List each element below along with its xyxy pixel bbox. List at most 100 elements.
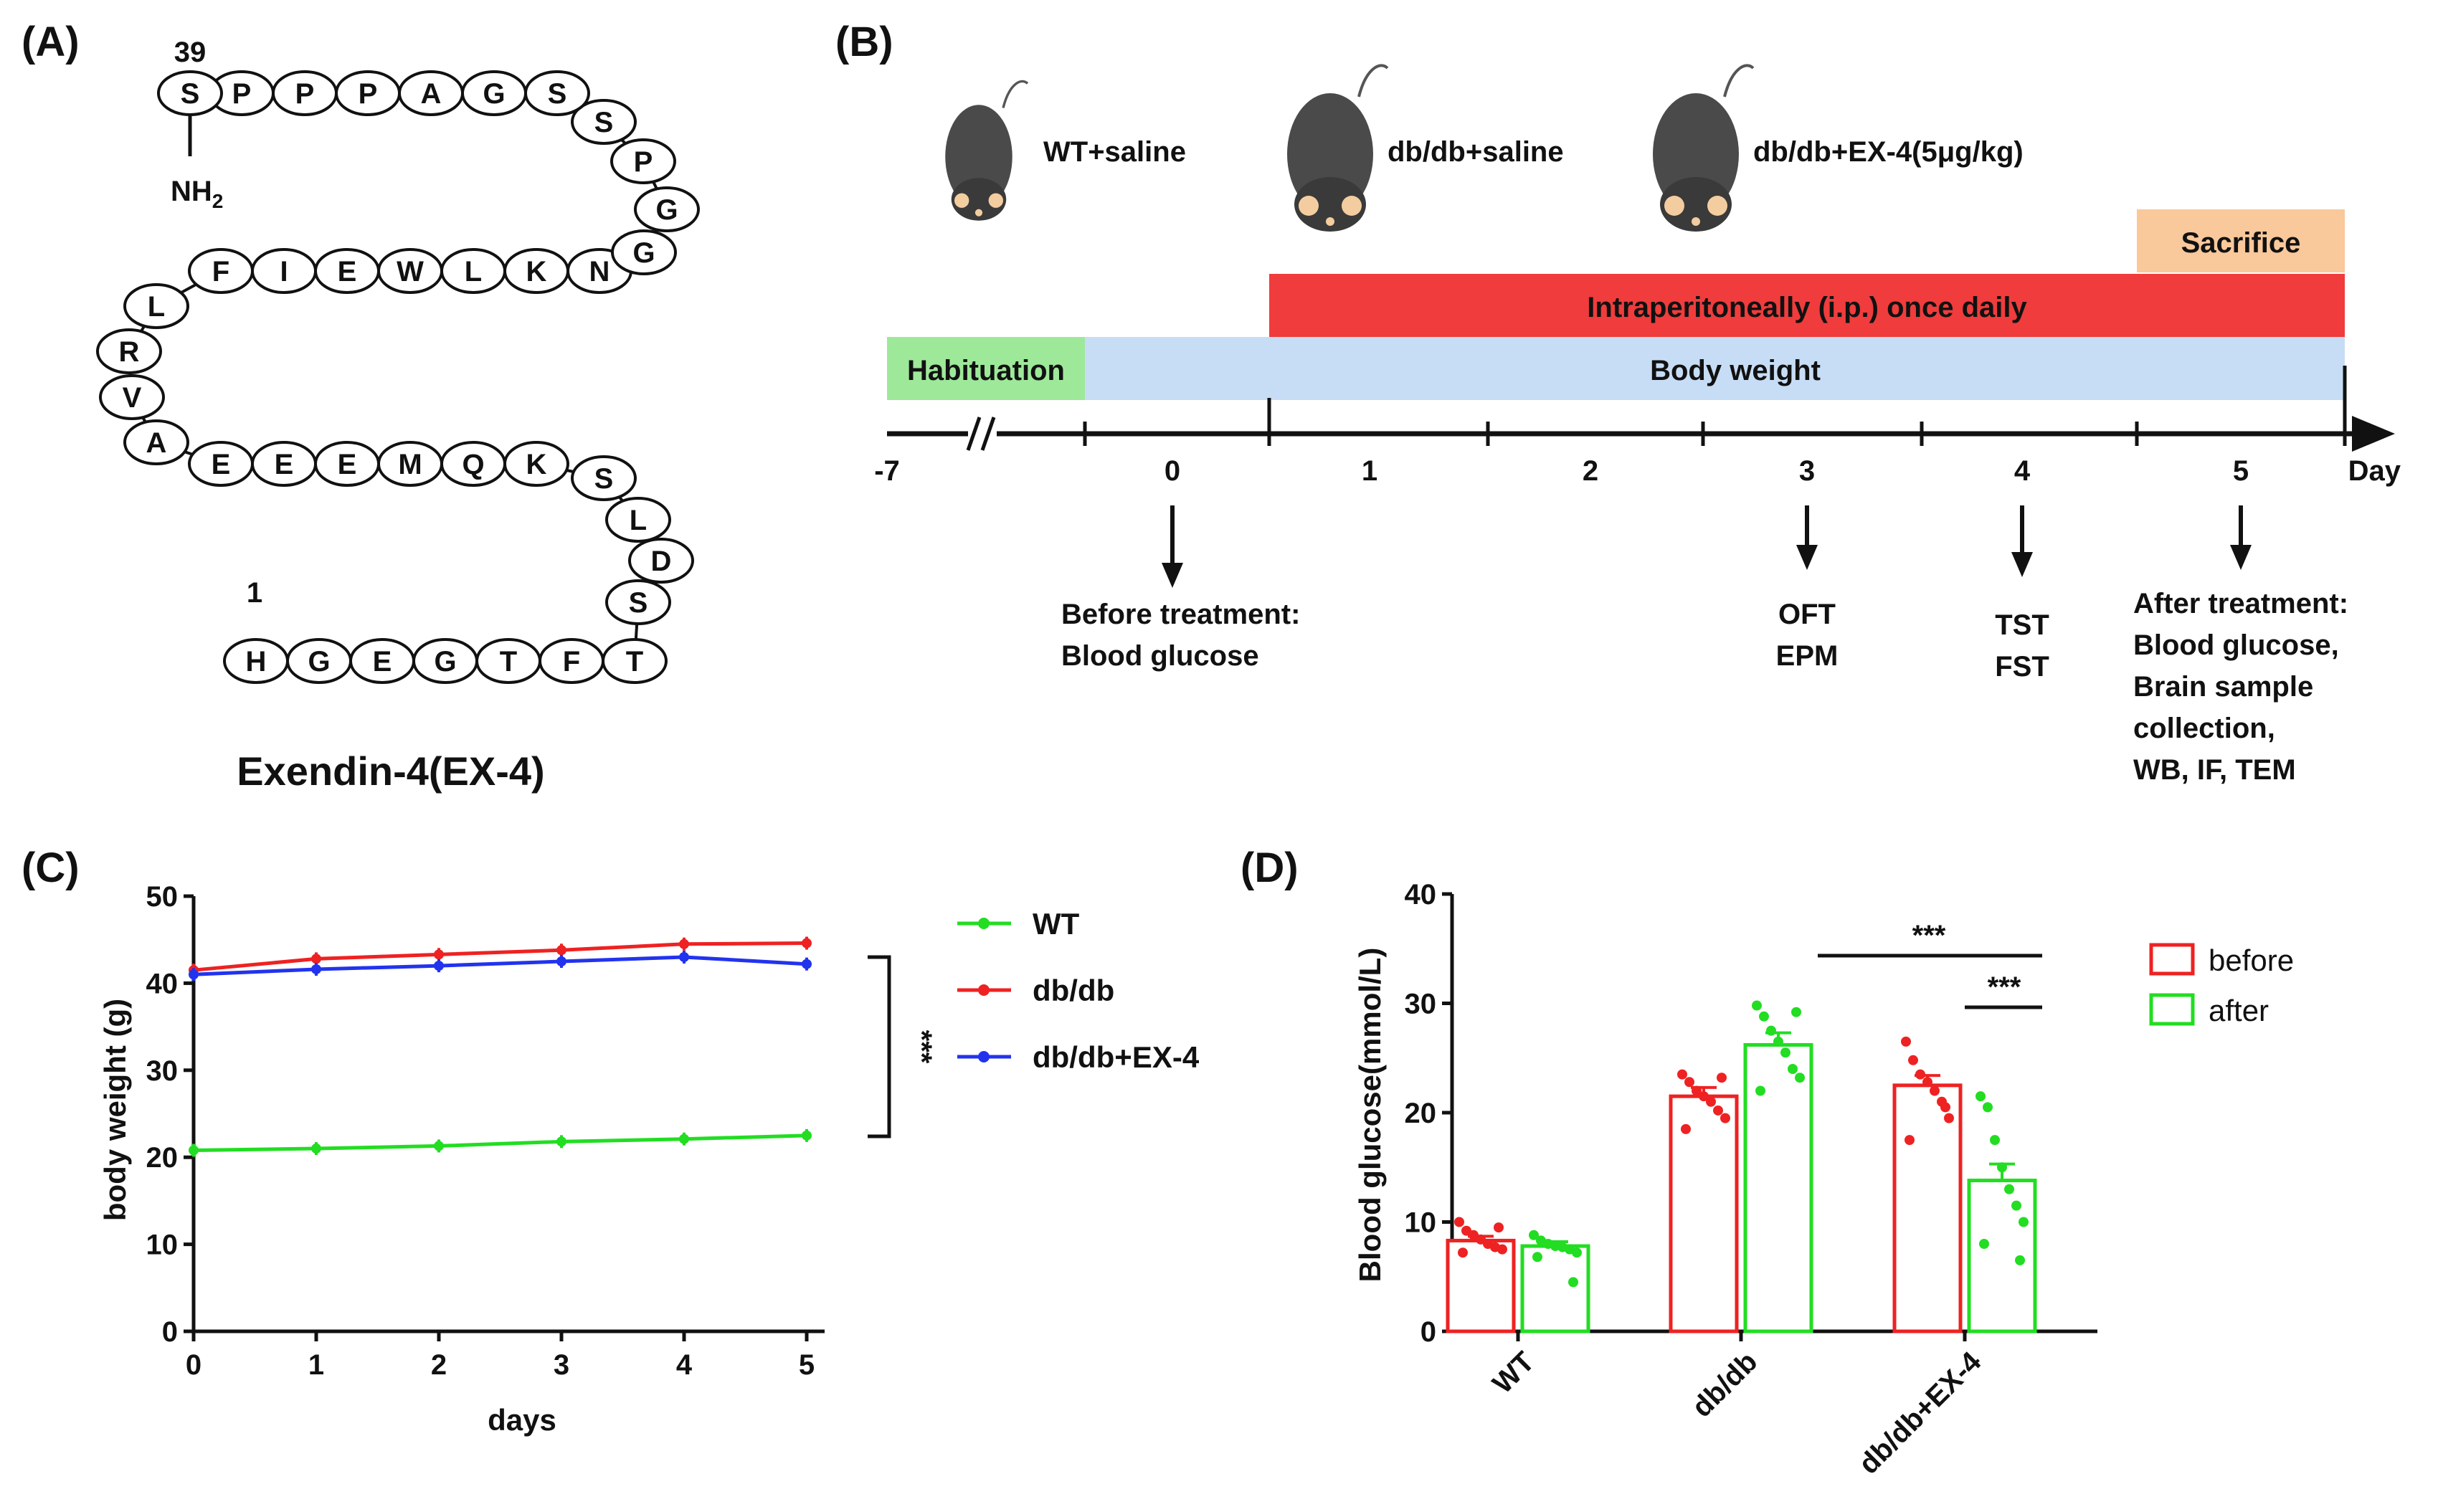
residue-letter: N <box>589 256 610 287</box>
y-tick-label: 0 <box>162 1316 178 1348</box>
scatter-point <box>1458 1247 1468 1258</box>
event-day0-line1: Before treatment: <box>1061 599 1300 630</box>
timeline-tick-0: 0 <box>1165 455 1180 487</box>
scatter-point <box>1454 1217 1464 1227</box>
y-tick-label: 20 <box>1405 1098 1437 1129</box>
residue-letter: T <box>626 646 643 677</box>
scatter-point <box>1497 1244 1507 1255</box>
event-day0-line2: Blood glucose <box>1061 640 1259 672</box>
data-point <box>556 945 566 956</box>
residue-letter: P <box>295 78 315 110</box>
scatter-point <box>1990 1135 2000 1146</box>
scatter-point <box>1908 1055 1918 1065</box>
scatter-point <box>1717 1073 1727 1083</box>
y-tick-label: 50 <box>146 881 179 913</box>
panel-c-label: (C) <box>22 845 80 891</box>
scatter-point <box>1713 1105 1723 1116</box>
event-day5-line1: After treatment: <box>2133 588 2348 619</box>
residue-letter: E <box>275 449 294 480</box>
panel-d-label: (D) <box>1241 845 1299 891</box>
sacrifice-label: Sacrifice <box>2181 227 2301 259</box>
timeline-tick-4: 4 <box>2014 455 2031 487</box>
residue-circle <box>610 138 676 184</box>
x-tick-label: 0 <box>186 1349 201 1381</box>
scatter-point <box>1692 1085 1702 1096</box>
scatter-point <box>1975 1091 1986 1102</box>
group-label-db: db/db+saline <box>1388 136 1564 168</box>
bar <box>1967 1179 2037 1333</box>
residue-circle <box>123 419 189 465</box>
residue-letter: E <box>212 449 231 480</box>
legend-label: before <box>2209 943 2294 977</box>
residue-circle <box>602 638 668 684</box>
series-line <box>193 955 807 976</box>
scatter-point <box>1915 1069 1925 1080</box>
legend-label: after <box>2209 994 2269 1027</box>
amide-subscript: 2 <box>212 190 224 212</box>
sacrifice-bar <box>2137 209 2345 272</box>
y-tick-label: 20 <box>146 1142 179 1174</box>
start-number: 1 <box>247 577 262 609</box>
scatter-point <box>1979 1239 1989 1249</box>
timeline-tick-1: 1 <box>1362 455 1377 487</box>
residue-letter: E <box>373 646 392 677</box>
event-day5-line5: WB, IF, TEM <box>2133 754 2296 786</box>
scatter-point <box>1773 1036 1783 1047</box>
timeline-axis <box>887 366 2395 452</box>
residue-letter: G <box>655 194 678 226</box>
residue-circle <box>628 538 694 584</box>
residue-letter: P <box>634 146 653 178</box>
data-point <box>679 1133 689 1144</box>
amide-text: NH <box>171 176 212 207</box>
end-number: 39 <box>174 37 207 68</box>
residue-circle <box>96 328 162 374</box>
event-day4-line1: TST <box>1995 609 2049 641</box>
residue-letter: I <box>280 256 288 287</box>
y-tick-label: 40 <box>146 968 179 999</box>
event-day5-line3: Brain sample <box>2133 671 2313 703</box>
scatter-point <box>1759 1011 1769 1022</box>
residue-circle <box>157 70 223 116</box>
event-day5-line2: Blood glucose, <box>2133 629 2339 661</box>
residue-letter: G <box>483 78 505 110</box>
panel-a-label: (A) <box>22 19 80 65</box>
scatter-point <box>1529 1230 1539 1240</box>
scatter-point <box>2015 1255 2025 1265</box>
x-tick-label: 4 <box>676 1349 693 1381</box>
data-point <box>556 956 566 967</box>
chart-c-xlabel: days <box>488 1403 556 1437</box>
legend-label: db/db <box>1033 974 1114 1007</box>
body-weight-label: Body weight <box>1650 355 1821 386</box>
significance-label: *** <box>1988 971 2021 1003</box>
significance-label: *** <box>906 1030 937 1064</box>
data-point <box>802 959 812 969</box>
scatter-point <box>1752 1000 1762 1011</box>
bar <box>1446 1238 1516 1333</box>
panel-b: (B) WT+saline db/db+saline <box>835 19 2401 786</box>
scatter-point <box>1997 1162 2007 1173</box>
data-point <box>802 938 812 948</box>
legend-swatch <box>2149 993 2195 1026</box>
series-line <box>193 1133 807 1152</box>
legend-label: WT <box>1033 907 1080 941</box>
scatter-point <box>1684 1077 1694 1088</box>
scatter-point <box>1681 1123 1691 1134</box>
event-day3-line1: OFT <box>1778 599 1836 630</box>
timeline-tick-5: 5 <box>2233 455 2249 487</box>
residue-circle <box>611 229 677 275</box>
residue-circle <box>605 579 671 625</box>
day-axis-label: Day <box>2348 455 2401 487</box>
scatter-point <box>1568 1277 1578 1288</box>
x-tick-label: db/db+EX-4 <box>1853 1346 1988 1480</box>
scatter-point <box>1901 1036 1911 1047</box>
residue-letter: E <box>338 256 357 287</box>
scatter-point <box>1922 1077 1932 1088</box>
scatter-point <box>1461 1225 1471 1236</box>
residue-letter: S <box>594 463 614 495</box>
x-tick-label: 2 <box>431 1349 447 1381</box>
data-point <box>311 954 321 964</box>
data-point <box>679 951 689 962</box>
